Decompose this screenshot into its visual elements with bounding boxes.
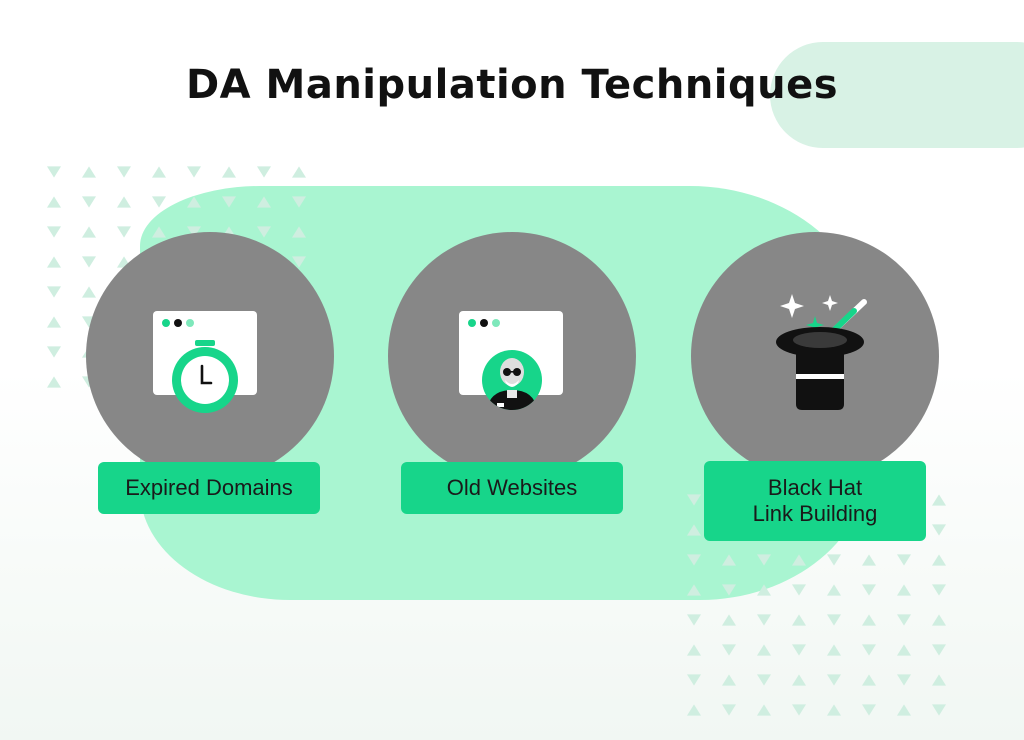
decorative-triangle [82, 256, 96, 268]
decorative-triangle [687, 554, 701, 566]
decorative-triangle [722, 554, 736, 566]
decorative-triangle [757, 644, 771, 656]
decorative-triangle [152, 196, 166, 208]
decorative-triangle [932, 584, 946, 596]
decorative-triangle [257, 196, 271, 208]
decorative-triangle [862, 554, 876, 566]
old-websites-label: Old Websites [401, 462, 623, 514]
decorative-triangle [897, 704, 911, 716]
decorative-triangle [47, 166, 61, 178]
decorative-triangle [82, 286, 96, 298]
stopwatch-browser-icon [153, 311, 257, 413]
decorative-triangle [82, 226, 96, 238]
black-hat-label: Black Hat Link Building [704, 461, 926, 541]
decorative-triangle [187, 166, 201, 178]
black-hat-text-line1: Black Hat [767, 475, 863, 500]
decorative-triangle [47, 196, 61, 208]
decorative-triangle [722, 584, 736, 596]
old-man-browser-icon [459, 311, 563, 410]
decorative-triangle [932, 674, 946, 686]
magic-hat-icon [776, 294, 867, 410]
decorative-triangle [757, 584, 771, 596]
decorative-triangle [687, 644, 701, 656]
decorative-triangle [792, 704, 806, 716]
old-websites-text: Old Websites [446, 475, 578, 500]
decorative-triangle [757, 554, 771, 566]
decorative-triangle [897, 554, 911, 566]
decorative-triangle [792, 584, 806, 596]
decorative-triangle [862, 644, 876, 656]
decorative-triangle [222, 196, 236, 208]
decorative-triangle [292, 196, 306, 208]
decorative-triangle [932, 524, 946, 536]
decorative-triangle [862, 584, 876, 596]
decorative-triangle [257, 226, 271, 238]
decorative-triangle [827, 674, 841, 686]
decorative-triangle [152, 166, 166, 178]
decorative-triangle [792, 674, 806, 686]
decorative-triangle [897, 674, 911, 686]
decorative-triangle [722, 614, 736, 626]
decorative-triangle [292, 226, 306, 238]
decorative-triangle [687, 494, 701, 506]
decorative-triangle [47, 226, 61, 238]
decorative-triangle [117, 166, 131, 178]
top-right-decoration [770, 42, 1024, 148]
decorative-triangle [82, 196, 96, 208]
decorative-triangle [222, 166, 236, 178]
decorative-triangle [932, 554, 946, 566]
decorative-triangle [827, 614, 841, 626]
decorative-triangle [792, 554, 806, 566]
black-hat-text-line2: Link Building [752, 501, 878, 526]
decorative-triangle [862, 674, 876, 686]
decorative-triangle [47, 346, 61, 358]
decorative-triangle [292, 166, 306, 178]
decorative-triangle [117, 226, 131, 238]
decorative-triangle [82, 166, 96, 178]
decorative-triangle [862, 614, 876, 626]
decorative-triangle [792, 614, 806, 626]
decorative-triangle [932, 494, 946, 506]
decorative-triangle [722, 704, 736, 716]
decorative-triangle [897, 644, 911, 656]
decorative-triangle [47, 256, 61, 268]
decorative-triangle [257, 166, 271, 178]
decorative-triangle [292, 256, 306, 268]
decorative-triangle [47, 376, 61, 388]
decorative-triangle [187, 196, 201, 208]
page-title: DA Manipulation Techniques [185, 62, 839, 108]
decorative-triangle [932, 644, 946, 656]
decorative-triangle [827, 704, 841, 716]
decorative-triangle [932, 614, 946, 626]
decorative-triangle [757, 614, 771, 626]
decorative-triangle [687, 584, 701, 596]
decorative-triangle [932, 704, 946, 716]
decorative-triangle [827, 644, 841, 656]
decorative-triangle [117, 196, 131, 208]
decorative-triangle [687, 674, 701, 686]
decorative-triangle [722, 674, 736, 686]
decorative-triangle [687, 524, 701, 536]
decorative-triangle [687, 614, 701, 626]
decorative-triangle [47, 316, 61, 328]
decorative-triangle [827, 554, 841, 566]
decorative-triangle [722, 644, 736, 656]
expired-domains-label: Expired Domains [98, 462, 320, 514]
decorative-triangle [757, 674, 771, 686]
decorative-triangle [792, 644, 806, 656]
decorative-triangle [862, 704, 876, 716]
decorative-triangle [827, 584, 841, 596]
decorative-triangle [152, 226, 166, 238]
decorative-triangle [687, 704, 701, 716]
decorative-triangle [47, 286, 61, 298]
decorative-triangle [897, 584, 911, 596]
expired-domains-text: Expired Domains [125, 475, 293, 500]
decorative-triangle [897, 614, 911, 626]
decorative-triangle [757, 704, 771, 716]
